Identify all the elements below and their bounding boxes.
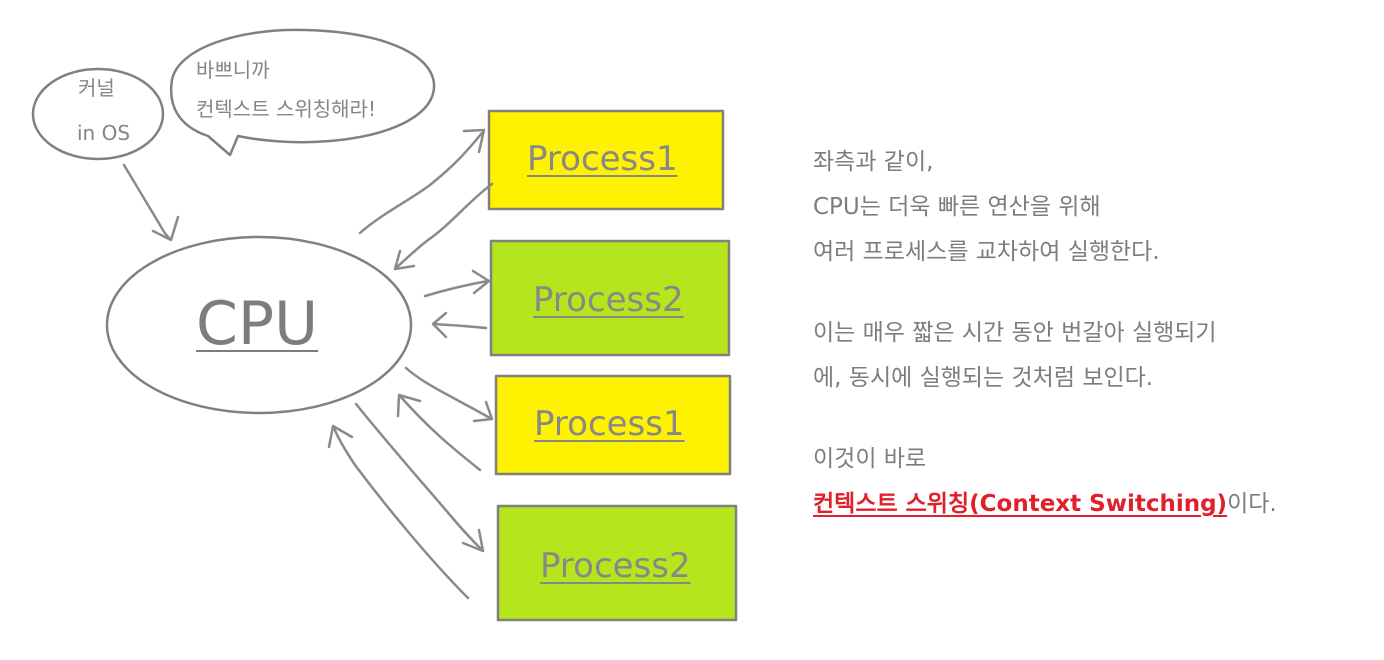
process3-to-cpu-arrow (398, 394, 482, 472)
kernel-to-cpu-arrow (122, 163, 172, 241)
process-label-2: Process2 (533, 280, 684, 320)
process4-to-cpu-arrow (332, 426, 470, 600)
process3-to-cpu-arrowhead (396, 393, 422, 418)
cpu-to-process1-arrowhead (462, 128, 486, 154)
kernel-bubble-line2: in OS (77, 121, 131, 145)
speech-bubble-line2: 컨텍스트 스위칭해라! (196, 97, 376, 121)
process1-to-cpu-arrowhead (393, 249, 416, 271)
cpu-to-process3-arrowhead (472, 400, 494, 423)
speech-bubble (169, 28, 436, 157)
process-label-3: Process1 (534, 404, 685, 444)
explanation-line: 좌측과 같이, (813, 149, 934, 175)
process-label-1: Process1 (527, 139, 678, 179)
cpu-to-process4-arrow (354, 402, 484, 552)
process1-to-cpu-arrow (394, 182, 494, 270)
kernel-bubble-line1: 커널 (78, 76, 115, 100)
process2-to-cpu-arrowhead (431, 311, 448, 339)
process-box-1 (487, 109, 725, 211)
explanation-line: CPU는 더욱 빠른 연산을 위해 (813, 194, 1101, 220)
process-box-3 (494, 374, 732, 476)
explanation-line: 에, 동시에 실행되는 것처럼 보인다. (813, 365, 1154, 391)
cpu-to-process3-arrow (404, 366, 492, 420)
process-box-2 (489, 239, 731, 357)
cpu-to-process2-arrowhead (471, 269, 491, 295)
cpu-to-process1-arrow (358, 131, 484, 235)
explanation-suffix: 이다. (1227, 491, 1277, 517)
process-label-4: Process2 (540, 546, 691, 586)
cpu-to-process4-arrowhead (461, 528, 485, 553)
process-box-4 (496, 504, 738, 622)
kernel-bubble (31, 67, 165, 161)
explanation-conclusion-line: 컨텍스트 스위칭(Context Switching)이다. (813, 482, 1373, 527)
context-switching-term: 컨텍스트 스위칭(Context Switching) (813, 491, 1228, 517)
cpu-ellipse (105, 235, 413, 415)
explanation-line: 여러 프로세스를 교차하여 실행한다. (813, 239, 1160, 265)
cpu-to-process2-arrow (423, 279, 490, 298)
kernel-to-cpu-arrowhead (151, 215, 180, 242)
explanation-text: 좌측과 같이, CPU는 더욱 빠른 연산을 위해 여러 프로세스를 교차하여 … (813, 140, 1373, 527)
explanation-line: 이는 매우 짧은 시간 동안 번갈아 실행되기 (813, 320, 1217, 346)
cpu-label: CPU (196, 289, 318, 359)
explanation-line: 이것이 바로 (813, 446, 927, 472)
speech-bubble-line1: 바쁘니까 (196, 58, 270, 82)
process2-to-cpu-arrow (432, 322, 488, 330)
process4-to-cpu-arrowhead (327, 424, 354, 449)
